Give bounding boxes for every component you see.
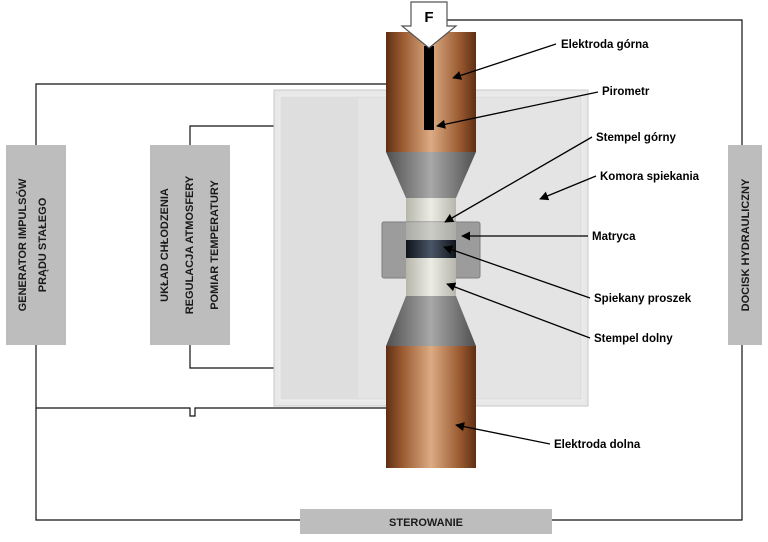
label-die: Matryca [592,231,636,243]
wire-press-top [440,19,743,145]
svg-text:PRĄDU STAŁEGO: PRĄDU STAŁEGO [37,197,49,292]
leader-chamber [539,175,597,201]
force-label: F [424,9,433,26]
cooling-line1: UKŁAD CHŁODZENIA [159,188,171,302]
cooling-box: UKŁAD CHŁODZENIA REGULACJA ATMOSFERY POM… [150,145,230,345]
callout-leaders [436,43,599,445]
cone-top [386,152,476,198]
electrode-bottom [386,346,476,468]
force-arrow: F [400,1,458,49]
wire-cooling-top [189,125,274,145]
label-electrode-top: Elektroda górna [561,39,649,51]
control-label: STEROWANIE [389,517,463,529]
svg-text:GENERATOR IMPULSÓW: GENERATOR IMPULSÓW [16,178,29,311]
label-pyrometer: Pirometr [602,86,650,98]
wire-generator-top [35,83,386,145]
leader-powder [443,245,591,299]
press-label: DOCISK HYDRAULICZNY [740,178,752,311]
wire-cooling-bottom [189,345,274,369]
label-chamber: Komora spiekania [600,171,700,183]
label-electrode-bottom: Elektroda dolna [554,439,641,451]
pyrometer-channel [424,46,434,130]
leader-punch-bottom [446,282,591,339]
generator-box: GENERATOR IMPULSÓW PRĄDU STAŁEGO [6,145,66,345]
wire-control-left [35,408,300,521]
leader-electrode-bottom [455,422,551,445]
generator-line2: PRĄDU STAŁEGO [37,197,49,292]
leader-electrode-top [452,43,557,80]
control-box: STEROWANIE [300,509,552,534]
cone-bottom [386,296,476,346]
leader-punch-top [444,136,593,223]
generator-line1: GENERATOR IMPULSÓW [16,178,29,311]
label-punch-top: Stempel górny [596,132,676,144]
callout-labels: Elektroda górna Pirometr Stempel górny K… [554,39,700,451]
press-box: DOCISK HYDRAULICZNY [728,145,762,345]
cooling-line3: POMIAR TEMPERATURY [209,180,221,310]
leader-pyrometer [436,91,599,129]
cooling-line2: REGULACJA ATMOSFERY [184,175,196,314]
electrode-assembly [381,32,481,468]
wire-control-right [552,345,743,521]
label-punch-bottom: Stempel dolny [594,333,673,345]
label-powder: Spiekany proszek [594,293,692,305]
wiring [35,19,743,521]
punch-bottom [406,258,456,296]
